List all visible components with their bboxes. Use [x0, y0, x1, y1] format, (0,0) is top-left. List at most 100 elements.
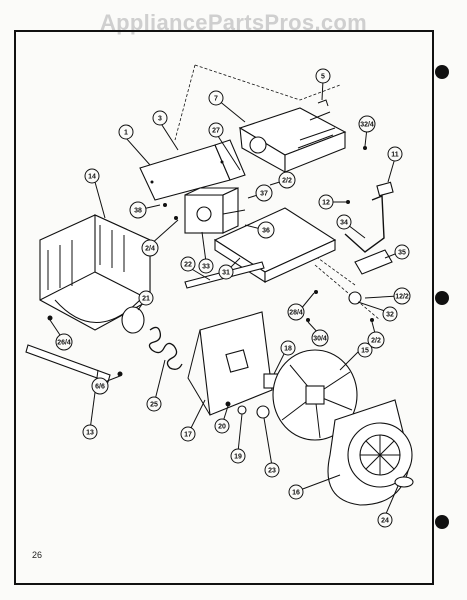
leader-lines — [49, 79, 401, 517]
screw-part — [174, 216, 178, 220]
svg-text:36: 36 — [262, 228, 270, 235]
callout-2-4: 2/4 — [141, 239, 159, 257]
registration-dot — [435, 291, 449, 305]
svg-text:32/4: 32/4 — [360, 122, 374, 129]
svg-text:17: 17 — [184, 432, 192, 439]
callout-38: 38 — [129, 201, 147, 219]
callout-17: 17 — [180, 426, 196, 442]
wire-rod-part — [344, 194, 385, 253]
page-number: 26 — [32, 550, 43, 560]
callout-31: 31 — [218, 264, 234, 280]
callout-23: 23 — [264, 462, 280, 478]
callout-2-2-b: 2/2 — [367, 331, 385, 349]
fan-blade-part — [272, 349, 358, 441]
bracket-plate-part — [139, 139, 246, 201]
svg-text:22: 22 — [184, 262, 192, 269]
svg-text:2/2: 2/2 — [282, 178, 292, 185]
callout-5: 5 — [315, 68, 331, 84]
svg-text:25: 25 — [150, 402, 158, 409]
washer-part — [237, 405, 247, 415]
nut-part — [256, 405, 270, 419]
grommet-part — [348, 291, 362, 305]
svg-text:2/2: 2/2 — [371, 338, 381, 345]
callout-34: 34 — [336, 214, 352, 230]
svg-text:27: 27 — [212, 128, 220, 135]
svg-text:23: 23 — [268, 468, 276, 475]
svg-text:12/2: 12/2 — [395, 294, 409, 301]
callout-37: 37 — [255, 184, 273, 202]
callout-32: 32 — [382, 306, 398, 322]
assembly-guide-line — [174, 64, 196, 141]
svg-text:5: 5 — [321, 74, 325, 81]
disc-part — [121, 306, 145, 334]
callout-15: 15 — [357, 342, 373, 358]
svg-text:6/6: 6/6 — [95, 384, 105, 391]
callout-18: 18 — [280, 340, 296, 356]
callout-3: 3 — [152, 110, 168, 126]
shroud-panel-part — [187, 311, 273, 416]
callout-1: 1 — [118, 124, 134, 140]
callout-30-4: 30/4 — [311, 329, 329, 347]
svg-text:38: 38 — [134, 208, 142, 215]
svg-text:18: 18 — [284, 346, 292, 353]
ice-maker-module-part — [238, 107, 347, 173]
svg-text:12: 12 — [322, 200, 330, 207]
registration-dot — [435, 65, 449, 79]
rail-part — [25, 344, 111, 383]
screw-part — [306, 318, 310, 322]
svg-text:26/4: 26/4 — [57, 340, 71, 347]
clip-part — [317, 99, 329, 107]
svg-text:15: 15 — [361, 348, 369, 355]
callout-2-2-a: 2/2 — [278, 171, 296, 189]
assembly-guide-line — [314, 264, 381, 321]
svg-text:3: 3 — [158, 116, 162, 123]
mount-tab-part — [376, 181, 394, 197]
registration-dot — [435, 515, 449, 529]
spring-part — [148, 326, 183, 370]
svg-text:35: 35 — [398, 250, 406, 257]
callout-25: 25 — [146, 396, 162, 412]
diagram-frame — [14, 30, 434, 585]
callout-16: 16 — [288, 484, 304, 500]
svg-text:33: 33 — [202, 264, 210, 271]
svg-text:30/4: 30/4 — [313, 336, 327, 343]
screw-part — [163, 203, 167, 207]
svg-text:1: 1 — [124, 130, 128, 137]
callout-11: 11 — [387, 146, 403, 162]
callout-6-6: 6/6 — [91, 377, 109, 395]
svg-text:34: 34 — [340, 220, 348, 227]
svg-text:7: 7 — [214, 96, 218, 103]
svg-text:24: 24 — [381, 518, 389, 525]
screw-part — [370, 318, 374, 322]
screw-part — [314, 290, 318, 294]
svg-text:21: 21 — [142, 296, 150, 303]
svg-text:2/4: 2/4 — [145, 246, 155, 253]
housing-tray-part — [39, 214, 151, 331]
screw-part — [225, 401, 231, 407]
callout-13: 13 — [82, 424, 98, 440]
callout-28-4: 28/4 — [287, 303, 305, 321]
blower-housing-part — [327, 399, 413, 506]
assembly-guide-line — [194, 64, 341, 101]
screw-part — [117, 371, 123, 377]
svg-text:32: 32 — [386, 312, 394, 319]
svg-text:16: 16 — [292, 490, 300, 497]
label-part — [394, 476, 414, 488]
callout-21: 21 — [138, 290, 154, 306]
svg-text:11: 11 — [391, 152, 399, 159]
callout-22: 22 — [180, 256, 196, 272]
svg-text:37: 37 — [260, 191, 268, 198]
screw-part — [47, 315, 53, 321]
callout-27: 27 — [208, 122, 224, 138]
callout-35: 35 — [394, 244, 410, 260]
svg-text:28/4: 28/4 — [289, 310, 303, 317]
callout-32-4: 32/4 — [358, 115, 376, 133]
screw-part — [363, 146, 367, 150]
callout-19: 19 — [230, 448, 246, 464]
callout-36: 36 — [257, 221, 275, 239]
svg-text:13: 13 — [86, 430, 94, 437]
callout-7: 7 — [208, 90, 224, 106]
callout-24: 24 — [377, 512, 393, 528]
